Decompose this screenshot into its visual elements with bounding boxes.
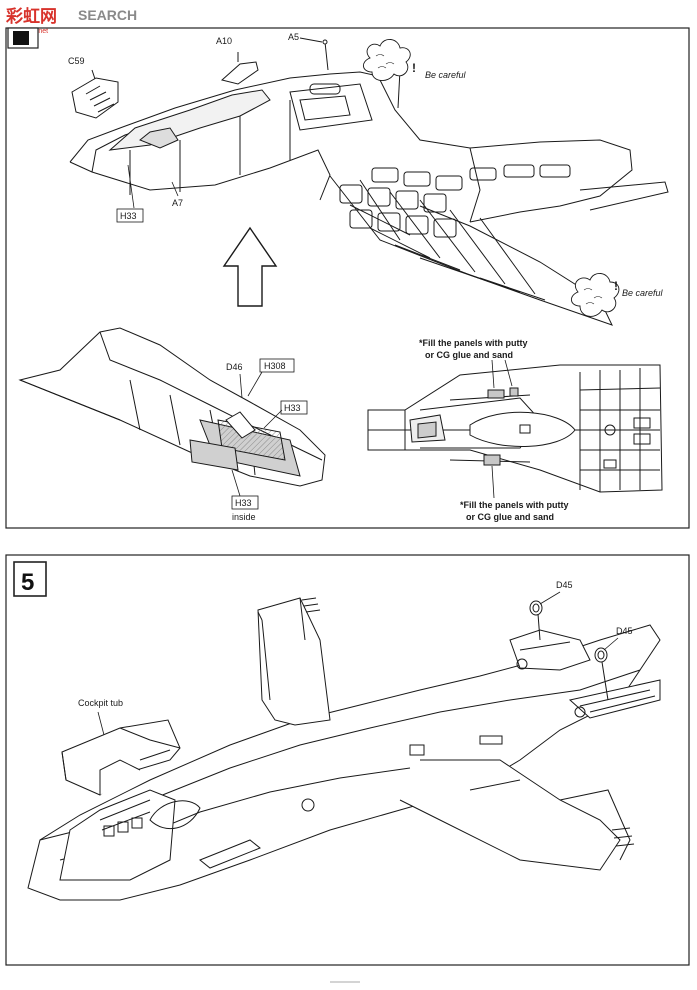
label-inside: inside — [232, 512, 256, 522]
label-h308: H308 — [264, 361, 286, 371]
label-a5: A5 — [288, 32, 299, 42]
step4-fuselage-assembly — [69, 61, 669, 326]
be-careful-text-1: Be careful — [425, 70, 467, 80]
label-h33: H33 — [120, 211, 137, 221]
be-careful-text-2: Be careful — [622, 288, 664, 298]
exclaim-2: ! — [614, 279, 618, 293]
be-careful-cloud-1: ! Be careful — [363, 39, 467, 81]
label-d45-b: D45 — [616, 626, 633, 636]
label-h33-detail: H33 — [284, 403, 301, 413]
part-a10-canopy — [220, 52, 259, 85]
step4-labels: A10 A5 C59 A7 H33 — [68, 32, 299, 223]
step5-d45-parts — [529, 600, 609, 701]
part-a5 — [299, 37, 329, 71]
be-careful-cloud-2: ! Be careful — [571, 273, 664, 317]
step5-number: 5 — [21, 569, 34, 596]
label-c59: C59 — [68, 56, 85, 66]
part-c59 — [71, 69, 119, 119]
note-bottom-line2: or CG glue and sand — [466, 512, 554, 522]
label-a10: A10 — [216, 36, 232, 46]
step4-detail-left — [18, 327, 326, 487]
watermark-brand-cn: 彩虹网 — [5, 7, 57, 26]
label-d45-a: D45 — [556, 580, 573, 590]
watermark-brand-en: SEARCH — [78, 7, 137, 23]
step5-labels: D45 D45 Cockpit tub — [78, 580, 633, 708]
label-d46: D46 — [226, 362, 243, 372]
step5-number-box — [13, 561, 47, 597]
step5-frame: 5 — [5, 554, 690, 966]
note-top-line2: or CG glue and sand — [425, 350, 513, 360]
step4-frame — [5, 27, 690, 529]
step4-leaders — [127, 164, 179, 209]
detail-right-notes: *Fill the panels with putty or CG glue a… — [419, 338, 569, 522]
detail-left-labels: D46 H308 H33 H33 inside — [226, 358, 308, 522]
wing-panel-grid — [339, 164, 571, 238]
label-cockpit-tub: Cockpit tub — [78, 698, 123, 708]
note-top-line1: *Fill the panels with putty — [419, 338, 528, 348]
label-h33-bottom: H33 — [235, 498, 252, 508]
label-a7: A7 — [172, 198, 183, 208]
step5-fuselage — [27, 597, 661, 901]
up-arrow-icon — [222, 226, 278, 307]
cockpit-tub-part — [61, 711, 181, 796]
step4-detail-right — [367, 364, 663, 493]
exclaim-1: ! — [412, 61, 416, 75]
note-bottom-line1: *Fill the panels with putty — [460, 500, 569, 510]
